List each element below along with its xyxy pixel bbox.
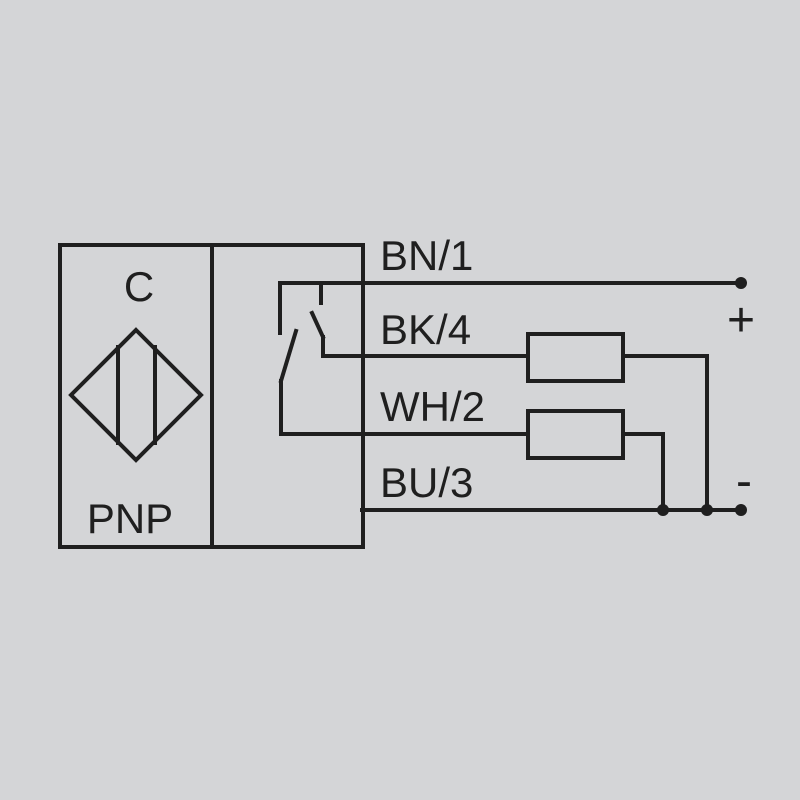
sensing-section: C PNP (68, 263, 204, 542)
wire-label-bu: BU/3 (380, 459, 473, 506)
capacitive-symbol-icon (68, 327, 204, 463)
load-bk (526, 332, 625, 383)
wire-labels: BN/1 BK/4 WH/2 BU/3 (380, 232, 485, 506)
diamond-shape (68, 327, 204, 463)
wire-label-wh: WH/2 (380, 383, 485, 430)
negative-sign: - (736, 455, 752, 508)
sensor-housing (58, 243, 365, 549)
contact-common-path (278, 281, 364, 335)
contact-blade-no (309, 310, 326, 340)
wire-wh-return (621, 432, 665, 512)
external-wiring (360, 277, 747, 516)
sensor-type-label: C (124, 263, 154, 310)
junction-wh (657, 504, 669, 516)
changeover-contact (278, 281, 364, 436)
positive-sign: + (727, 294, 755, 347)
terminal-negative (735, 504, 747, 516)
output-type-label: PNP (87, 495, 173, 542)
wire-bk-return (621, 354, 709, 512)
terminal-positive (735, 277, 747, 289)
load-wh (526, 409, 625, 460)
contact-blade-nc (278, 328, 299, 384)
contact-nc-path (279, 379, 364, 436)
junction-bk (701, 504, 713, 516)
wire-label-bk: BK/4 (380, 306, 471, 353)
contact-no-path (321, 335, 364, 358)
wire-label-bn: BN/1 (380, 232, 473, 279)
